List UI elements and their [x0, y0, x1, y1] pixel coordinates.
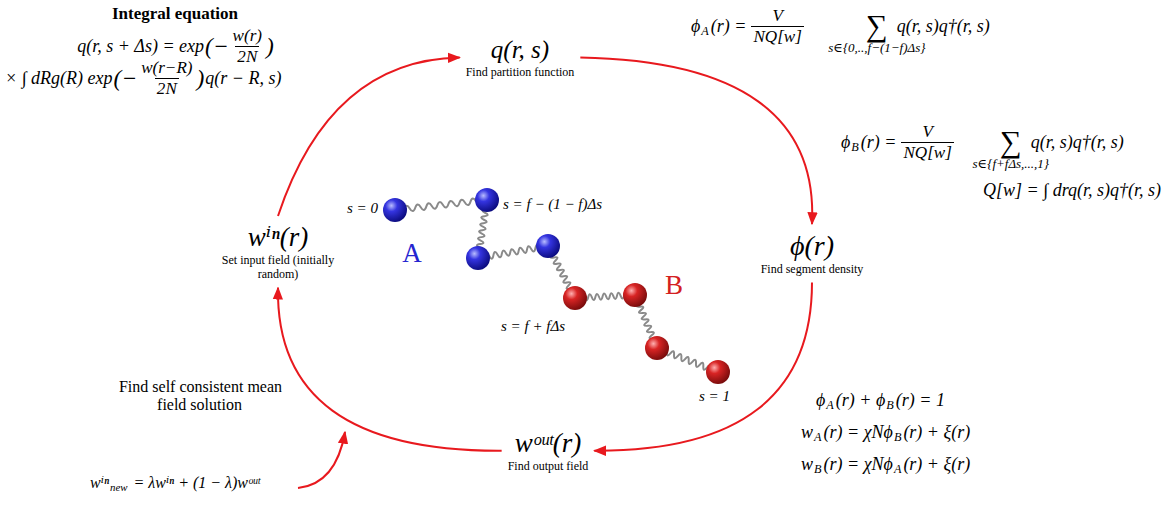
formula: B [664, 270, 684, 301]
formula-text: (− [205, 33, 229, 60]
formula-text: (r) = [711, 16, 747, 37]
step-node: wᵒᵘᵗ(r)Find output field [508, 428, 589, 473]
formula: A [401, 238, 423, 269]
formula-text: s = f − (1 − f)Δs [503, 196, 602, 213]
fraction: w(r)2N [233, 26, 262, 66]
formula-text: ϕ [816, 390, 825, 411]
numerator: V [772, 6, 782, 26]
formula: Q[w] = ∫ drq(r, s)q†(r, s) [982, 180, 1162, 201]
formula-text: w [801, 422, 813, 443]
formula-text: (r) + ϕ [836, 390, 885, 411]
formula-text: q(r, s)q†(r, s) [1031, 132, 1124, 153]
formula-text: ) [197, 65, 205, 92]
formula-text: ) [266, 33, 274, 60]
subscript: A [826, 398, 833, 412]
formula-text: Integral equation [112, 4, 238, 24]
node-caption: Find output field [508, 459, 589, 473]
formula-text: × ∫ dRg(R) exp [5, 68, 113, 89]
formula-text: B [665, 270, 683, 301]
step-node: ϕ(r)Find segment density [761, 230, 864, 277]
subscript: A [701, 24, 708, 38]
formula: s = f + fΔs [500, 318, 566, 335]
formula-text: A [402, 238, 422, 269]
fraction: w(r−R)2N [141, 58, 192, 98]
node-caption: Find segment density [761, 262, 864, 276]
subscript: A [814, 430, 821, 444]
subscript: new [110, 481, 128, 494]
formula: s = f − (1 − f)Δs [502, 196, 603, 213]
formula-text: (r) = χNϕ [824, 454, 893, 475]
formula-text: wⁱⁿ [90, 474, 109, 492]
formula-text: s = 1 [699, 388, 730, 405]
fraction: VNQ[w] [901, 122, 953, 162]
bead-b [563, 283, 730, 384]
formula-text: ϕ [691, 16, 700, 37]
formula-text: (r) + ξ(r) [903, 454, 970, 475]
node-caption: Find partition function [466, 65, 575, 79]
formula: wB(r) = χNϕA(r) + ξ(r) [800, 454, 971, 475]
formula-text: Q[w] = ∫ drq(r, s)q†(r, s) [983, 180, 1161, 201]
formula-text: q(r, s)q†(r, s) [897, 16, 990, 37]
subscript: A [894, 462, 901, 476]
sum-symbol: ∑ [866, 11, 888, 42]
formula-text: (r) = [861, 132, 897, 153]
formula: wⁱⁿnew = λwⁱⁿ + (1 − λ)wᵒᵘᵗ [89, 474, 261, 492]
mixing-arrow [298, 432, 345, 488]
formula-text: (r) = χNϕ [824, 422, 893, 443]
step-node: wⁱⁿ(r)Set input field (initially random) [213, 222, 343, 282]
formula: s = 1 [698, 388, 731, 405]
cycle-arrow [278, 288, 502, 451]
numerator: V [922, 122, 932, 142]
fraction: VNQ[w] [751, 6, 803, 46]
formula-text: ϕ [841, 132, 850, 153]
formula: wA(r) = χNϕB(r) + ξ(r) [800, 422, 971, 443]
subscript: B [851, 140, 858, 154]
formula: ϕA(r) + ϕB(r) = 1 [815, 390, 946, 411]
formula-text: s = f + fΔs [501, 318, 565, 335]
sum-symbol: ∑ [1000, 127, 1022, 158]
formula: s = 0 [346, 200, 379, 217]
sum-limit: s∈{f+fΔs,...,1} [973, 157, 1050, 172]
formula: Integral equation [111, 4, 239, 24]
cycle-arrow [594, 283, 812, 451]
subscript: B [814, 462, 821, 476]
numerator: w(r) [233, 26, 262, 46]
note-text: Find self consistent mean field solution [118, 378, 283, 415]
formula: ϕB(r) =VNQ[w]∑s∈{f+fΔs,...,1}q(r, s)q†(r… [840, 122, 1125, 162]
cycle-arrow [278, 58, 460, 216]
formula-text: = λwⁱⁿ + (1 − λ)wᵒᵘᵗ [134, 474, 260, 492]
denominator: NQ[w] [901, 142, 953, 163]
formula-text: q(r − R, s) [205, 68, 281, 89]
formula-text: q(r, s + Δs) = exp [77, 36, 204, 57]
node-formula: ϕ(r) [761, 230, 864, 262]
node-formula: wⁱⁿ(r) [213, 222, 343, 253]
sum-operator: ∑s∈{f+fΔs,...,1} [1000, 127, 1022, 158]
numerator: w(r−R) [141, 58, 192, 78]
formula: ϕA(r) =VNQ[w]∑s∈{0,..,f−(1−f)Δs}q(r, s)q… [690, 6, 991, 46]
formula: × ∫ dRg(R) exp(−w(r−R)2N)q(r − R, s) [4, 58, 282, 98]
spring-bonds [395, 197, 719, 375]
step-node: q(r, s)Find partition function [466, 36, 575, 79]
node-formula: wᵒᵘᵗ(r) [508, 428, 589, 459]
formula-text: Find self consistent mean field solution [119, 378, 282, 413]
formula-text: (r) = 1 [896, 390, 945, 411]
node-caption: Set input field (initially random) [213, 253, 343, 282]
formula-text: (− [114, 65, 138, 92]
formula-text: s = 0 [347, 200, 378, 217]
formula-text: w [801, 454, 813, 475]
sum-operator: ∑s∈{0,..,f−(1−f)Δs} [866, 11, 888, 42]
cycle-arrow [580, 58, 812, 224]
node-formula: q(r, s) [466, 36, 575, 65]
sum-limit: s∈{0,..,f−(1−f)Δs} [828, 41, 925, 56]
denominator: 2N [155, 78, 179, 99]
subscript: B [894, 430, 901, 444]
formula-text: (r) + ξ(r) [903, 422, 970, 443]
denominator: 2N [235, 46, 259, 67]
denominator: NQ[w] [751, 26, 803, 47]
subscript: B [886, 398, 893, 412]
